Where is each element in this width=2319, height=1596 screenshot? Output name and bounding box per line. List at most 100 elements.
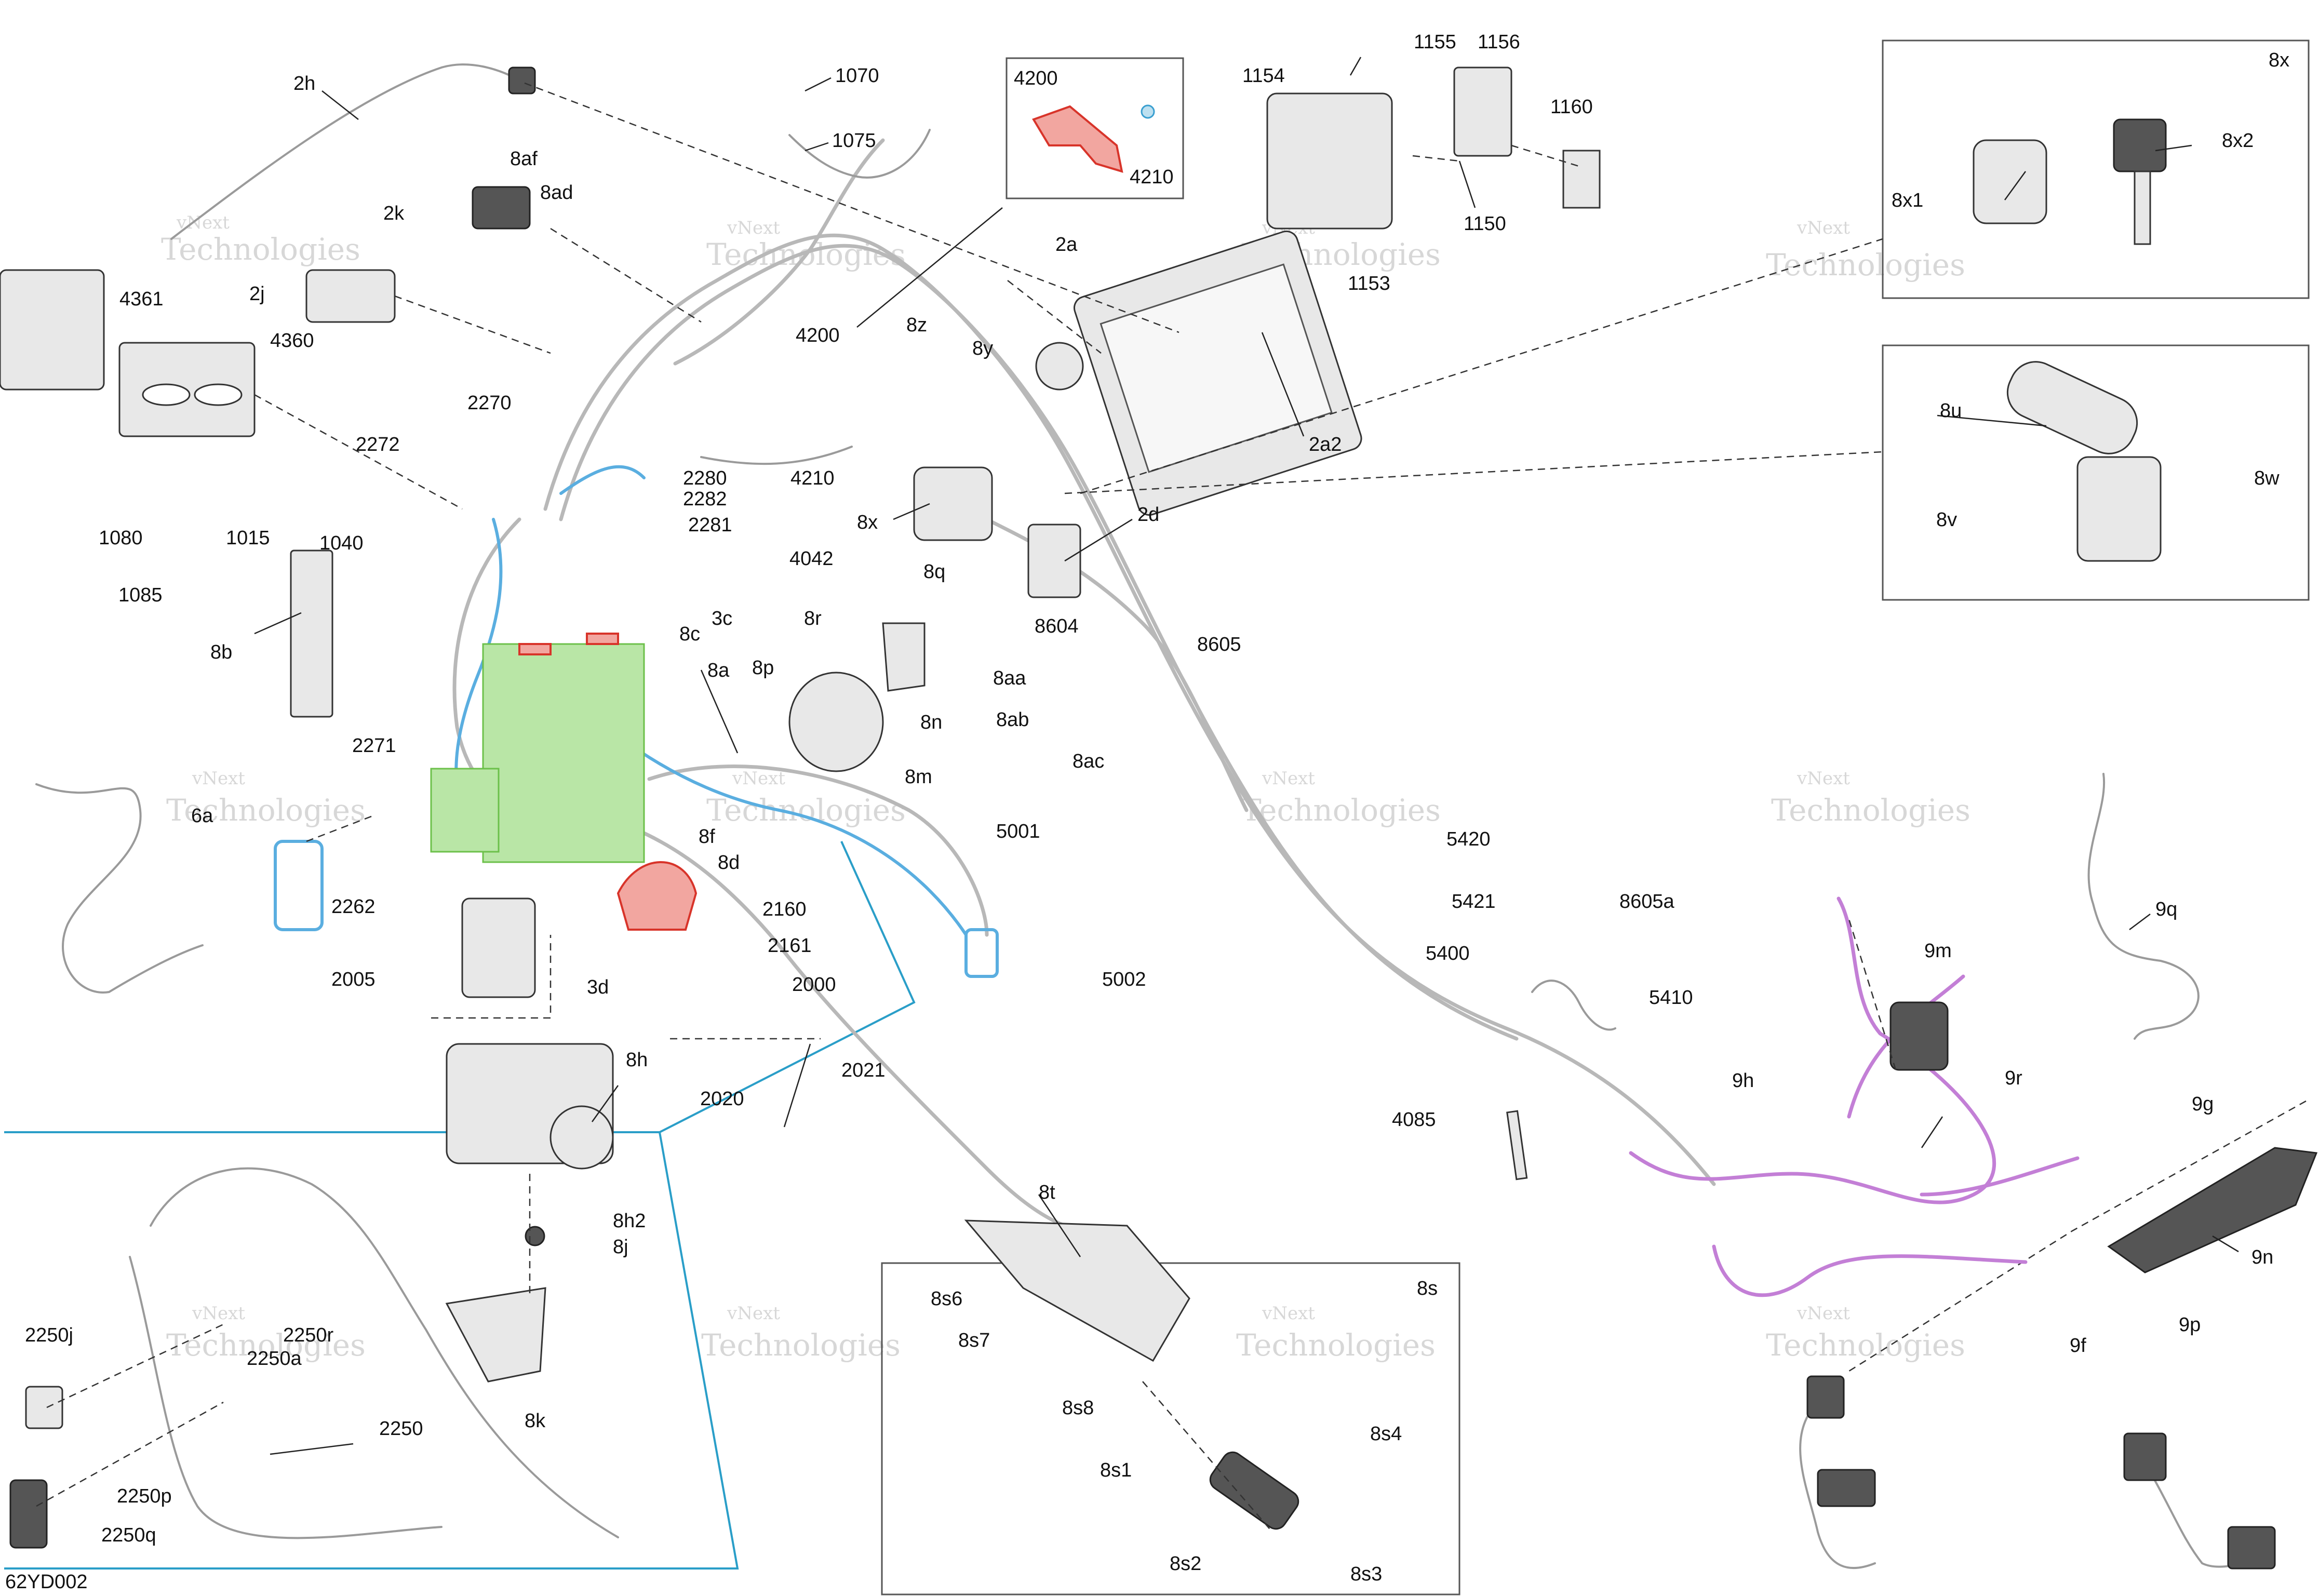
watermark-line-2: Technologies bbox=[1241, 793, 1441, 828]
watermark-line-1: vNext bbox=[1797, 1303, 1850, 1324]
key-blade bbox=[2134, 170, 2151, 245]
label-9r: 9r bbox=[2005, 1067, 2022, 1089]
label-8u: 8u bbox=[1940, 400, 1962, 422]
watermark-line-1: vNext bbox=[1262, 1303, 1315, 1324]
label-2250q: 2250q bbox=[101, 1524, 156, 1546]
blue-fastener-4210 bbox=[1141, 104, 1155, 119]
parts bbox=[0, 63, 2318, 1570]
housing-1153 bbox=[1266, 92, 1393, 230]
label-8x-box: 8x bbox=[2269, 49, 2289, 71]
harness-9q bbox=[2087, 773, 2200, 1040]
connector-2250j bbox=[25, 1386, 63, 1429]
watermark: vNext Technologies bbox=[1236, 1303, 1436, 1363]
label-2d: 2d bbox=[1137, 504, 1159, 526]
label-2a2: 2a2 bbox=[1309, 434, 1342, 455]
label-1085: 1085 bbox=[118, 584, 163, 606]
watermark-line-2: Technologies bbox=[166, 1327, 366, 1363]
label-8s8: 8s8 bbox=[1062, 1397, 1094, 1419]
label-1015: 1015 bbox=[226, 527, 270, 549]
label-8j: 8j bbox=[613, 1236, 628, 1258]
label-9f: 9f bbox=[2070, 1335, 2086, 1357]
watermark-line-2: Technologies bbox=[1766, 247, 1965, 283]
label-5421: 5421 bbox=[1452, 891, 1496, 913]
label-8s2: 8s2 bbox=[1170, 1553, 1201, 1575]
label-8x1: 8x1 bbox=[1892, 190, 1923, 211]
connector bbox=[2227, 1526, 2276, 1570]
main-harness-trunk bbox=[543, 233, 1716, 1186]
label-8s1: 8s1 bbox=[1100, 1459, 1132, 1481]
dash-line bbox=[1080, 238, 1883, 494]
watermark-line-1: vNext bbox=[1797, 218, 1850, 238]
label-6a: 6a bbox=[191, 805, 213, 827]
part-labels: 2h 1070 4200 1154 1155 1156 8x 1075 8af … bbox=[5, 31, 2289, 1593]
ecu-body bbox=[482, 643, 645, 863]
label-2282: 2282 bbox=[683, 488, 727, 510]
leader-1154 bbox=[1349, 57, 1362, 76]
detail-box-4200 bbox=[1006, 57, 1184, 199]
socket-9m bbox=[1889, 1001, 1949, 1071]
label-5001: 5001 bbox=[996, 821, 1040, 842]
bracket-hole bbox=[142, 383, 191, 406]
label-8q: 8q bbox=[923, 561, 945, 583]
label-8p: 8p bbox=[752, 657, 774, 679]
label-8605: 8605 bbox=[1197, 634, 1241, 655]
leader-lines bbox=[254, 57, 2239, 1455]
label-1153: 1153 bbox=[1348, 273, 1390, 294]
label-8ad: 8ad bbox=[540, 182, 573, 204]
module-2j bbox=[305, 269, 396, 323]
label-8s4: 8s4 bbox=[1370, 1423, 1402, 1445]
purple-harness-segment bbox=[1629, 896, 1996, 1204]
label-4085: 4085 bbox=[1392, 1109, 1436, 1131]
label-2161: 2161 bbox=[768, 935, 812, 957]
assembly-lines bbox=[36, 82, 1897, 1533]
leader-2h bbox=[321, 90, 359, 120]
abs-motor bbox=[549, 1105, 614, 1170]
horn-8m bbox=[788, 672, 884, 772]
module-8ad bbox=[472, 186, 531, 230]
leader-8b bbox=[254, 612, 302, 635]
harness-2250-b bbox=[129, 1256, 443, 1539]
red-clip-8c bbox=[518, 643, 552, 655]
watermark: vNext Technologies bbox=[1771, 768, 1971, 828]
detail-box-8s bbox=[881, 1262, 1460, 1595]
leader-1150 bbox=[1458, 160, 1476, 208]
diagram-code: 62YD002 bbox=[5, 1571, 87, 1593]
harness-branch-small bbox=[788, 129, 931, 179]
blue-harness-segment bbox=[559, 465, 646, 495]
leader-8x bbox=[893, 503, 930, 520]
label-1160: 1160 bbox=[1550, 96, 1593, 118]
harness-2250 bbox=[150, 1167, 619, 1538]
detail-box-8u bbox=[1882, 344, 2310, 601]
watermark-line-1: vNext bbox=[1262, 768, 1315, 789]
purple-harness-segment bbox=[1920, 1156, 2080, 1197]
label-8x: 8x bbox=[857, 512, 878, 533]
dash-line bbox=[1848, 919, 1897, 1070]
label-8aa: 8aa bbox=[993, 667, 1026, 689]
label-9n: 9n bbox=[2251, 1246, 2273, 1268]
label-2271: 2271 bbox=[352, 735, 396, 757]
watermark: vNext Technologies bbox=[1766, 1303, 1965, 1363]
label-2270: 2270 bbox=[467, 392, 512, 414]
label-5420: 5420 bbox=[1446, 828, 1491, 850]
harness-branch-right bbox=[985, 517, 1249, 812]
watermark-line-1: vNext bbox=[192, 768, 245, 789]
label-1156: 1156 bbox=[1478, 31, 1520, 53]
label-4210-b: 4210 bbox=[790, 467, 835, 489]
label-8w: 8w bbox=[2254, 467, 2280, 489]
red-clip-8c bbox=[586, 633, 619, 645]
label-8h: 8h bbox=[626, 1049, 648, 1071]
label-4360: 4360 bbox=[270, 330, 314, 352]
label-4200-b: 4200 bbox=[796, 325, 840, 346]
sensor-harness-6a bbox=[35, 783, 204, 994]
bracket-8n bbox=[882, 622, 926, 692]
dash-line bbox=[36, 1401, 224, 1507]
label-9m: 9m bbox=[1924, 940, 1952, 962]
detail-box-2250 bbox=[4, 1131, 739, 1570]
watermark-line-2: Technologies bbox=[166, 793, 366, 828]
ignition-8x1 bbox=[1973, 139, 2047, 224]
dash-line bbox=[46, 1323, 224, 1409]
label-1080: 1080 bbox=[99, 527, 143, 549]
label-8c: 8c bbox=[679, 623, 700, 645]
connector bbox=[1806, 1375, 1845, 1419]
